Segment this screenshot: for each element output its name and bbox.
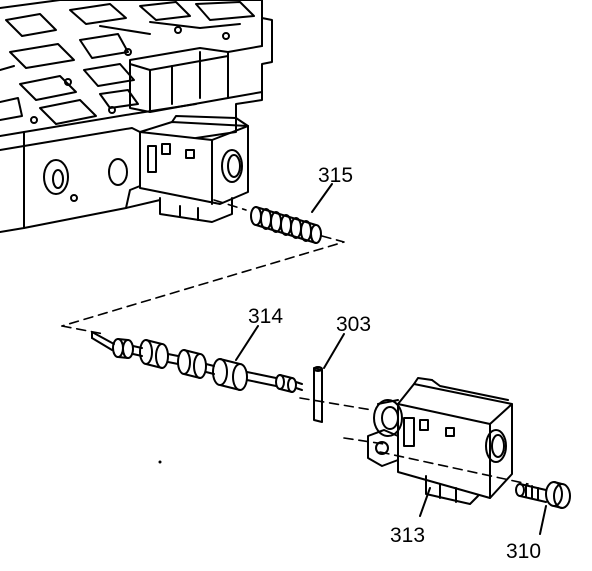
callout-303: 303 [336, 313, 371, 336]
installed-solenoid [139, 115, 249, 223]
leader-314 [235, 325, 259, 361]
solenoid-313 [367, 377, 513, 505]
alignment-lines [61, 199, 529, 485]
leader-310 [539, 505, 547, 535]
callout-314: 314 [248, 305, 283, 328]
leader-303 [323, 333, 345, 369]
valve-body [0, 0, 273, 233]
pin-303 [313, 366, 323, 423]
valve-314 [91, 331, 303, 393]
callout-313: 313 [390, 524, 425, 547]
spring-315 [250, 206, 322, 244]
leader-315 [311, 183, 333, 213]
bolt-310 [515, 481, 571, 509]
leader-313 [419, 487, 431, 517]
callout-315: 315 [318, 164, 353, 187]
callout-310: 310 [506, 540, 541, 563]
